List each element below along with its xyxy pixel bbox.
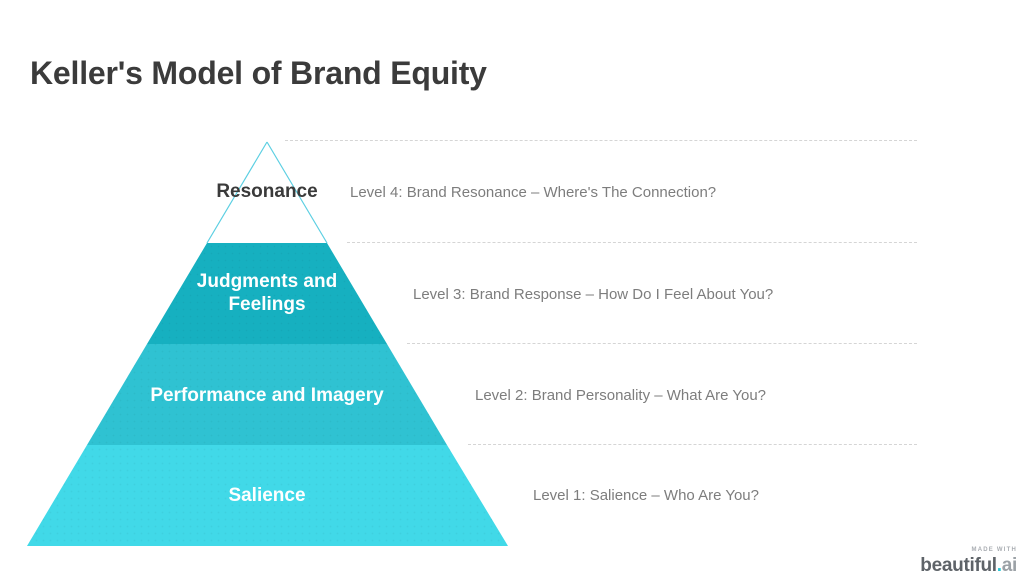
pyramid-label-performance-and-imagery: Performance and Imagery	[150, 385, 384, 406]
pyramid-label-resonance: Resonance	[216, 181, 318, 202]
pyramid-label-judgments-and-feelings: Judgments and Feelings	[196, 271, 338, 315]
beautiful-ai-logo: beautiful.ai	[920, 556, 1017, 575]
divider-line-level-3	[347, 242, 917, 243]
level-3-description: Level 3: Brand Response – How Do I Feel …	[413, 286, 774, 303]
level-2-description: Level 2: Brand Personality – What Are Yo…	[475, 387, 767, 404]
made-with-label: MADE WITH	[971, 547, 1017, 553]
divider-line-level-1	[468, 444, 917, 445]
page-title: Keller's Model of Brand Equity	[30, 55, 487, 92]
logo-text-ai: ai	[1001, 555, 1018, 576]
pyramid-texture-overlay	[27, 243, 508, 546]
beautiful-ai-branding: MADE WITH beautiful.ai	[920, 547, 1017, 575]
pyramid-tier-resonance-outline	[206, 141, 328, 244]
divider-line-level-4	[285, 140, 917, 141]
logo-text-beautiful: beautiful	[920, 555, 997, 576]
logo-dot: .	[996, 555, 1002, 576]
level-1-description: Level 1: Salience – Who Are You?	[533, 487, 759, 504]
level-4-description: Level 4: Brand Resonance – Where's The C…	[350, 184, 717, 201]
divider-line-level-2	[407, 343, 917, 344]
pyramid-label-salience: Salience	[228, 485, 306, 506]
